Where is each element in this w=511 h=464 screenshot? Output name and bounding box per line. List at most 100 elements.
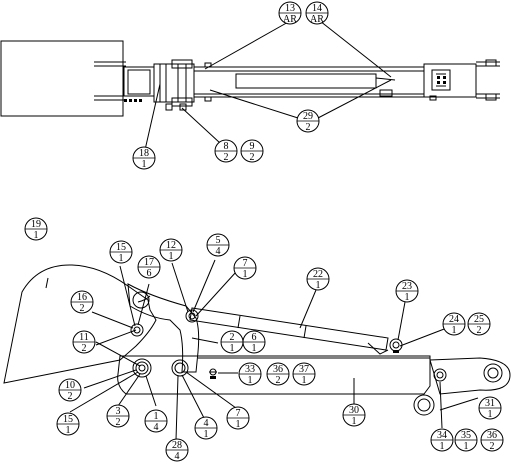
top-bucket [0, 40, 124, 117]
callout-item-number: 35 [461, 430, 471, 441]
callout-item-number: 23 [402, 281, 412, 292]
callout-bubble: 21 [220, 330, 244, 354]
callout-quantity: 4 [175, 451, 180, 462]
callout-bubble: 191 [24, 217, 48, 241]
callout-item-number: 34 [437, 430, 447, 441]
callout-quantity: 2 [224, 152, 229, 163]
callout-bubble: 14 [144, 409, 168, 433]
callout-bubble: 162 [70, 290, 94, 314]
callout-quantity: 2 [68, 391, 73, 402]
callout-bubble: 71 [233, 256, 257, 280]
callout-quantity: 1 [248, 375, 253, 386]
side-cylinder [189, 307, 389, 351]
callout-quantity: AR [283, 14, 297, 25]
callout-quantity: 1 [142, 159, 147, 170]
callout-quantity: 1 [405, 292, 410, 303]
callout-quantity: 1 [34, 230, 39, 241]
callout-item-number: 37 [299, 364, 309, 375]
callout-item-number: 36 [487, 430, 497, 441]
callout-quantity: 2 [250, 152, 255, 163]
callout-quantity: 1 [204, 429, 209, 440]
side-link-arm [127, 283, 200, 373]
callout-item-number: 1 [154, 411, 159, 422]
callout-bubble: 252 [467, 312, 491, 336]
callout-item-number: 7 [243, 258, 248, 269]
callout-quantity: 2 [490, 441, 495, 452]
callout-item-number: 28 [172, 440, 182, 451]
callout-bubble: 371 [292, 362, 316, 386]
callout-bubble: 176 [137, 255, 161, 279]
callout-item-number: 10 [65, 380, 75, 391]
callout-bubble: 181 [132, 146, 156, 170]
callout-quantity: 6 [147, 268, 152, 279]
callout-bubble: 311 [478, 396, 502, 420]
callout-quantity: 4 [154, 422, 159, 433]
callout-item-number: 9 [250, 141, 255, 152]
callout-quantity: 1 [302, 375, 307, 386]
callout-quantity: 4 [216, 246, 221, 257]
callout-bubble: 341 [430, 428, 454, 452]
callout-bubble: 71 [226, 406, 250, 430]
callout-item-number: 33 [245, 364, 255, 375]
callout-quantity: 1 [252, 343, 257, 354]
callout-item-number: 25 [474, 314, 484, 325]
callout-item-number: 3 [116, 406, 121, 417]
callout-quantity: 1 [464, 441, 469, 452]
callout-quantity: 2 [276, 375, 281, 386]
callout-item-number: 29 [303, 111, 313, 122]
callout-bubble: 151 [109, 240, 133, 264]
callout-item-number: 36 [273, 364, 283, 375]
callout-quantity: 1 [169, 251, 174, 262]
top-leaders [144, 20, 392, 151]
callout-bubble: 221 [306, 267, 330, 291]
callout-item-number: 8 [224, 141, 229, 152]
callout-bubble: 82 [214, 139, 238, 163]
callout-quantity: 2 [82, 343, 87, 354]
callout-bubble: 351 [454, 428, 478, 452]
callout-item-number: 17 [144, 257, 154, 268]
callout-item-number: 2 [230, 332, 235, 343]
callout-bubble: 32 [106, 404, 130, 428]
callout-bubble: 61 [242, 330, 266, 354]
callout-quantity: 1 [440, 441, 445, 452]
callout-item-number: 5 [216, 235, 221, 246]
callout-bubble: 301 [342, 403, 366, 427]
callout-quantity: 2 [80, 303, 85, 314]
callout-quantity: 1 [236, 419, 241, 430]
callout-bubble: 54 [206, 233, 230, 257]
side-bucket [3, 264, 157, 384]
callout-bubble: 292 [296, 109, 320, 133]
callout-item-number: 15 [63, 414, 73, 425]
callout-item-number: 4 [204, 418, 209, 429]
callout-bubble: 41 [194, 416, 218, 440]
callout-quantity: 2 [477, 325, 482, 336]
callout-quantity: 2 [306, 122, 311, 133]
callout-item-number: 13 [285, 3, 295, 14]
callout-bubble: 362 [266, 362, 290, 386]
callout-bubble: 284 [165, 438, 189, 462]
callout-item-number: 31 [485, 398, 495, 409]
callout-item-number: 30 [349, 405, 359, 416]
callout-item-number: 19 [31, 219, 41, 230]
callout-quantity: 1 [488, 409, 493, 420]
callout-quantity: 1 [230, 343, 235, 354]
side-beam [117, 355, 431, 395]
callout-bubble: 102 [58, 378, 82, 402]
callout-bubble: 112 [72, 330, 96, 354]
callout-quantity: 1 [316, 280, 321, 291]
callout-bubble: 121 [159, 238, 183, 262]
callout-bubble: 331 [238, 362, 262, 386]
callout-quantity: 1 [66, 425, 71, 436]
callout-item-number: 22 [313, 269, 323, 280]
callout-item-number: 24 [449, 314, 459, 325]
callout-bubble: 92 [240, 139, 264, 163]
callout-item-number: 14 [312, 3, 322, 14]
callout-item-number: 12 [166, 240, 176, 251]
callout-quantity: 1 [452, 325, 457, 336]
callout-item-number: 15 [116, 242, 126, 253]
